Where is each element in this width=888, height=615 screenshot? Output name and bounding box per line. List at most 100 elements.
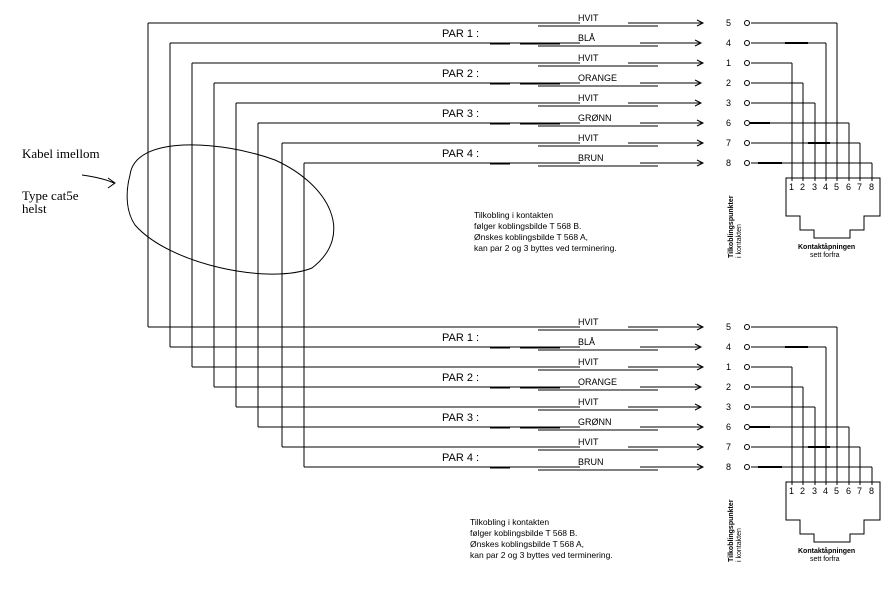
pair-label: PAR 4 : xyxy=(442,148,479,160)
connector-pin-number: 6 xyxy=(846,182,851,192)
jack-outline xyxy=(785,177,881,239)
arrow-head-icon xyxy=(694,39,703,47)
arrow-head-icon xyxy=(696,139,705,147)
pair-label: PAR 2 : xyxy=(442,372,479,384)
pin-number: 1 xyxy=(726,58,731,68)
arrow-head-icon xyxy=(696,59,705,67)
arrow-head-icon xyxy=(694,79,703,87)
opening-label-sub: sett forfra xyxy=(810,556,840,563)
arrow-head-icon xyxy=(696,443,705,451)
terminal-icon xyxy=(744,404,750,410)
vertical-label-sub: i kontakten xyxy=(736,224,743,258)
wire-color-label: ORANGE xyxy=(578,377,617,387)
wire-color-label: BRUN xyxy=(578,457,604,467)
wire-color-label: BLÅ xyxy=(578,33,595,43)
terminal-icon xyxy=(744,384,750,390)
terminal-icon xyxy=(744,344,750,350)
arrow-head-icon xyxy=(696,119,705,127)
note-line: kan par 2 og 3 byttes ved terminering. xyxy=(474,243,617,253)
pin-number: 7 xyxy=(726,442,731,452)
arrow-head-icon xyxy=(694,403,703,411)
terminal-icon xyxy=(744,40,750,46)
connector-pin-number: 3 xyxy=(812,182,817,192)
pin-number: 3 xyxy=(726,98,731,108)
arrow-head-icon xyxy=(696,19,705,27)
wire-color-label: HVIT xyxy=(578,357,599,367)
pin-number: 6 xyxy=(726,118,731,128)
pin-number: 6 xyxy=(726,422,731,432)
note-line: kan par 2 og 3 byttes ved terminering. xyxy=(470,550,613,560)
cable-lines xyxy=(147,22,580,468)
connector-pin-number: 8 xyxy=(869,182,874,192)
arrow-head-icon xyxy=(696,323,705,331)
note-line: Tilkobling i kontakten xyxy=(470,517,549,527)
pin-number: 3 xyxy=(726,402,731,412)
connector-pin-number: 5 xyxy=(834,182,839,192)
note-line: Ønskes koblingsbilde T 568 A, xyxy=(470,539,584,549)
pair-label: PAR 3 : xyxy=(442,108,479,120)
wire-color-label: GRØNN xyxy=(578,113,612,123)
pair-label: PAR 2 : xyxy=(442,68,479,80)
wire-color-label: GRØNN xyxy=(578,417,612,427)
pin-number: 2 xyxy=(726,382,731,392)
vertical-label: Tilkoblingspunkter xyxy=(728,499,735,562)
pin-number: 4 xyxy=(726,342,731,352)
wire-color-label: HVIT xyxy=(578,133,599,143)
pin-number: 7 xyxy=(726,138,731,148)
connector-pin-number: 7 xyxy=(857,182,862,192)
wire-color-label: BRUN xyxy=(578,153,604,163)
connector-pin-number: 8 xyxy=(869,486,874,496)
terminal-icon xyxy=(744,444,750,450)
terminal-icon xyxy=(744,464,750,470)
connector-pin-number: 1 xyxy=(789,486,794,496)
note-line: følger koblingsbilde T 568 B. xyxy=(474,221,581,231)
wire-color-label: BLÅ xyxy=(578,337,595,347)
wire-color-label: HVIT xyxy=(578,397,599,407)
pair-label: PAR 1 : xyxy=(442,28,479,40)
arrow-head-icon xyxy=(696,363,705,371)
connector-pin-number: 6 xyxy=(846,486,851,496)
arrow-head-icon xyxy=(694,99,703,107)
terminal-icon xyxy=(744,140,750,146)
arrow-head-icon xyxy=(694,343,703,351)
terminal-icon xyxy=(744,60,750,66)
opening-label: Kontaktåpningen xyxy=(798,547,855,555)
terminal-icon xyxy=(744,160,750,166)
wire-color-label: HVIT xyxy=(578,437,599,447)
terminal-icon xyxy=(744,20,750,26)
terminal-icon xyxy=(744,120,750,126)
opening-label-sub: sett forfra xyxy=(810,252,840,259)
pin-number: 2 xyxy=(726,78,731,88)
cable-between-label: Kabel imellom xyxy=(22,146,100,161)
pin-number: 5 xyxy=(726,18,731,28)
terminal-icon xyxy=(744,364,750,370)
wire-color-label: ORANGE xyxy=(578,73,617,83)
pin-number: 8 xyxy=(726,158,731,168)
wire-color-label: HVIT xyxy=(578,53,599,63)
arrow-head-icon xyxy=(694,383,703,391)
connector-pin-number: 3 xyxy=(812,486,817,496)
wire-color-label: HVIT xyxy=(578,93,599,103)
wire-color-label: HVIT xyxy=(578,317,599,327)
cable-type-label: Type cat5e xyxy=(22,188,79,203)
connector-pin-number: 1 xyxy=(789,182,794,192)
arrow-head-icon xyxy=(696,463,705,471)
cable-ellipse xyxy=(126,144,335,275)
note-line: Ønskes koblingsbilde T 568 A, xyxy=(474,232,588,242)
arrow-head-icon xyxy=(696,423,705,431)
note-line: følger koblingsbilde T 568 B. xyxy=(470,528,577,538)
vertical-label-sub: i kontakten xyxy=(736,528,743,562)
pair-label: PAR 4 : xyxy=(442,452,479,464)
connector-pin-number: 2 xyxy=(800,182,805,192)
connector-pin-number: 5 xyxy=(834,486,839,496)
jack-outline xyxy=(785,481,881,543)
pin-number: 4 xyxy=(726,38,731,48)
pair-label: PAR 3 : xyxy=(442,412,479,424)
terminal-icon xyxy=(744,80,750,86)
wire-color-label: HVIT xyxy=(578,13,599,23)
vertical-label: Tilkoblingspunkter xyxy=(728,195,735,258)
